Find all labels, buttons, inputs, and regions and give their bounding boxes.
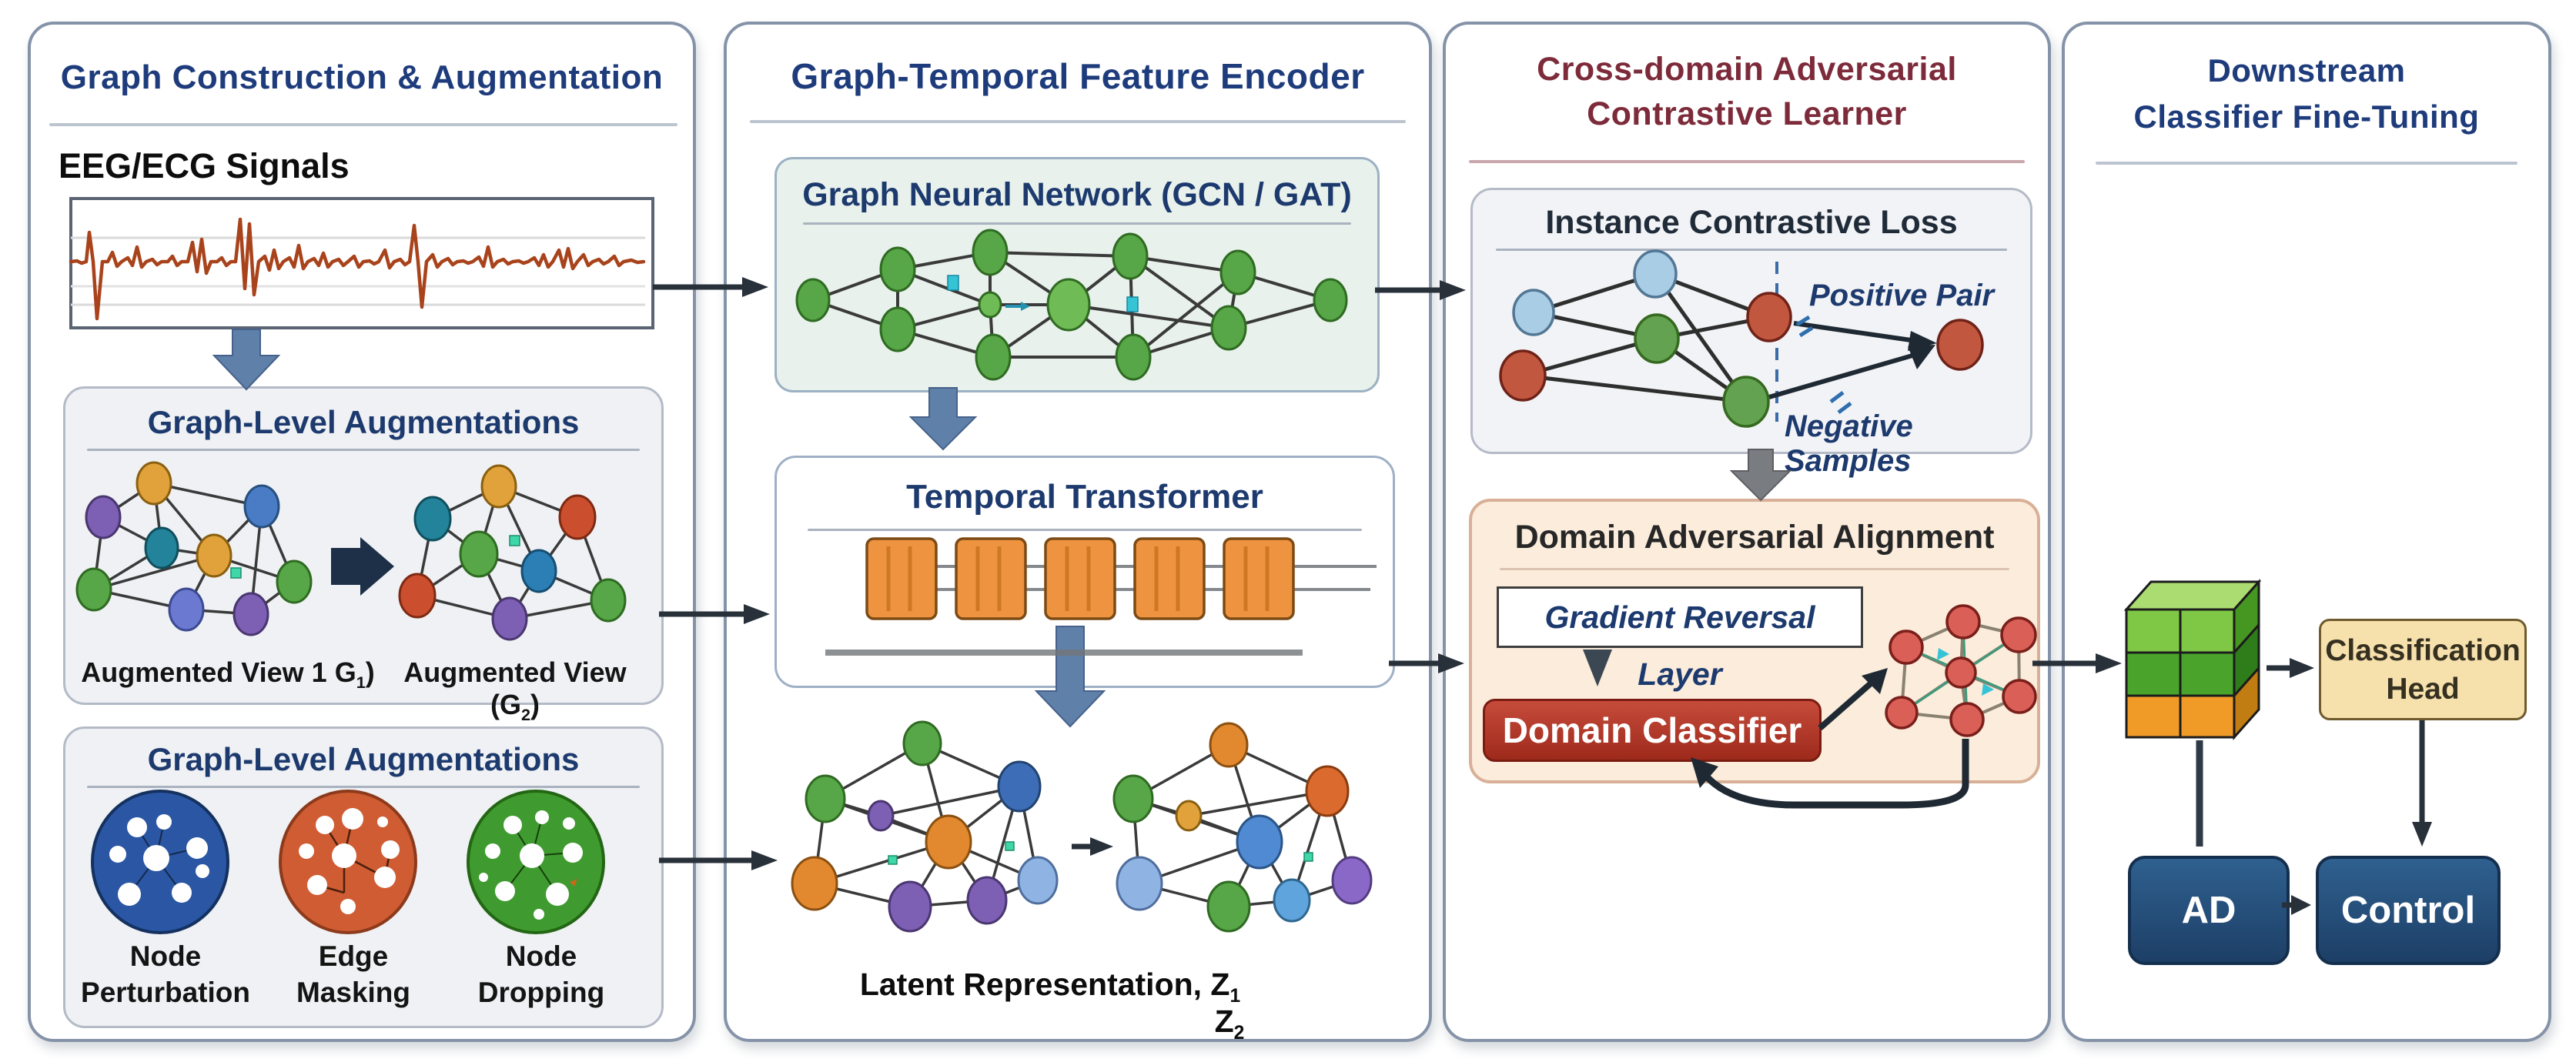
augmented-view-1-label: Augmented View 1 G1) (81, 656, 375, 693)
panel-downstream-finetuning: Downstream Classifier Fine-Tuning Classi… (2062, 22, 2551, 1042)
panel-graph-construction: Graph Construction & Augmentation EEG/EC… (28, 22, 696, 1042)
panel4-separator (2096, 162, 2517, 165)
daa-title: Domain Adversarial Alignment (1514, 519, 1995, 556)
icl-title: Instance Contrastive Loss (1545, 204, 1958, 241)
views-box-title: Graph-Level Augmentations (147, 404, 580, 440)
icl-separator (1496, 249, 2007, 251)
domain-classifier-box: Domain Classifier (1483, 699, 1822, 762)
augmented-views-box: Graph-Level Augmentations Augmented View… (63, 386, 664, 724)
panel-adversarial-contrastive: Cross-domain Adversarial Contrastive Lea… (1443, 22, 2051, 1042)
panel-feature-encoder: Graph-Temporal Feature Encoder Graph Neu… (724, 22, 1432, 1044)
views-box-separator (87, 449, 640, 451)
gnn-box: Graph Neural Network (GCN / GAT) (774, 157, 1380, 392)
latent-representation-label: Latent Representation, Z1 (859, 967, 1241, 1007)
panel2-separator (750, 120, 1406, 123)
eeg-signals-label: EEG/ECG Signals (59, 146, 350, 185)
panel1-separator (49, 123, 677, 126)
ops-box-title: Graph-Level Augmentations (147, 741, 580, 777)
negative-samples-label: Negative Samples (1785, 409, 1913, 478)
panel2-title: Graph-Temporal Feature Encoder (791, 56, 1365, 96)
ad-class-box: AD (2128, 856, 2290, 965)
panel3-separator (1469, 160, 2025, 163)
gradient-reversal-box: Gradient Reversal Layer (1497, 586, 1863, 692)
daa-separator (1500, 568, 2009, 570)
ops-box-separator (87, 786, 640, 788)
positive-pair-label: Positive Pair (1809, 279, 1995, 312)
gnn-separator (803, 222, 1351, 225)
panel4-title-line2: Classifier Fine-Tuning (2133, 99, 2480, 135)
augmented-view-2-label: Augmented View (G2) (403, 656, 627, 725)
panel4-title-line1: Downstream (2207, 52, 2406, 88)
transformer-separator (808, 529, 1362, 531)
classification-head-box: Classification Head (2319, 619, 2527, 720)
control-class-box: Control (2316, 856, 2501, 965)
domain-adversarial-box: Domain Adversarial Alignment Gradient Re… (1469, 499, 2040, 783)
panel3-title-line2: Contrastive Learner (1587, 95, 1907, 132)
temporal-transformer-box: Temporal Transformer (774, 456, 1395, 688)
eeg-signal-box (69, 197, 654, 329)
latent-z2-label: Z2 (1214, 1004, 1245, 1044)
panel3-title-line1: Cross-domain Adversarial (1537, 51, 1957, 88)
panel1-title: Graph Construction & Augmentation (60, 58, 664, 96)
transformer-title: Temporal Transformer (906, 478, 1263, 516)
gnn-title: Graph Neural Network (GCN / GAT) (802, 176, 1352, 213)
